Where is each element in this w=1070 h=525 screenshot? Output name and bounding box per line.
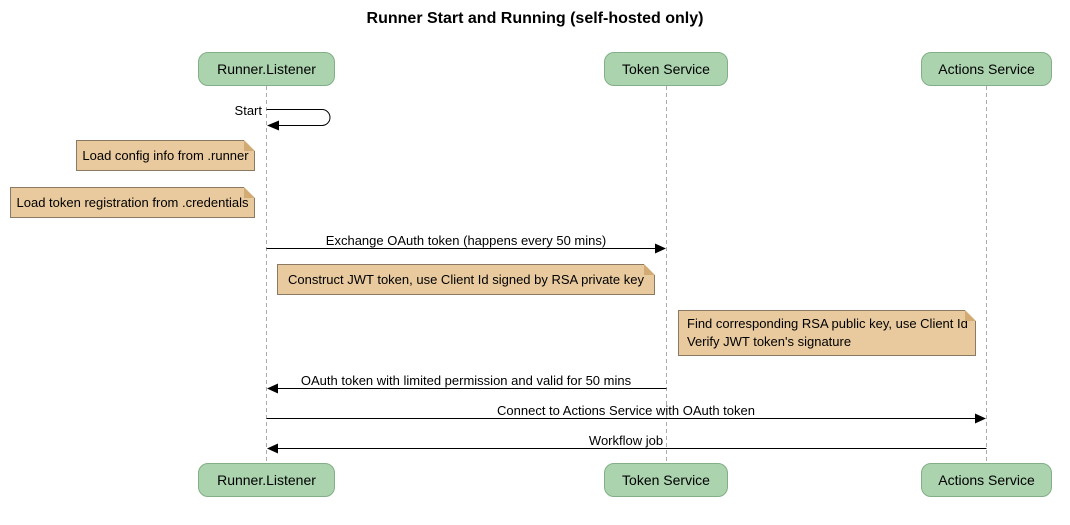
message-label-start: Start xyxy=(234,103,262,118)
diagram-title: Runner Start and Running (self-hosted on… xyxy=(366,10,704,27)
note-text-line-2: Verify JWT token's signature xyxy=(687,334,852,349)
note-text: Load token registration from .credential… xyxy=(16,194,249,210)
participant-token-service-bottom: Token Service xyxy=(604,463,728,497)
message-label-exchange-oauth-token: Exchange OAuth token (happens every 50 m… xyxy=(325,233,607,248)
note-fold-icon xyxy=(644,264,655,275)
participant-runner-listener-top: Runner.Listener xyxy=(198,52,335,86)
note-text-line-1: Find corresponding RSA public key, use C… xyxy=(687,316,968,331)
participant-actions-service-top: Actions Service xyxy=(921,52,1052,86)
message-arrow-oauth-token-return xyxy=(267,383,667,394)
note-text: Load config info from .runner xyxy=(82,147,249,163)
participant-runner-listener-bottom: Runner.Listener xyxy=(198,463,335,497)
message-arrow-exchange-oauth-token xyxy=(266,243,666,254)
self-message-arrow-start xyxy=(266,109,331,131)
message-arrow-workflow-job xyxy=(267,443,987,454)
note-text: Construct JWT token, use Client Id signe… xyxy=(288,271,644,287)
participant-actions-service-bottom: Actions Service xyxy=(921,463,1052,497)
note-construct-jwt-token: Construct JWT token, use Client Id signe… xyxy=(277,264,655,295)
message-arrow-connect-actions-service xyxy=(266,413,986,424)
note-fold-icon xyxy=(965,310,976,321)
note-verify-jwt-token: Find corresponding RSA public key, use C… xyxy=(678,310,976,356)
message-label-connect-actions-service: Connect to Actions Service with OAuth to… xyxy=(497,403,755,418)
message-label-oauth-token-return: OAuth token with limited permission and … xyxy=(300,373,632,388)
note-load-token-registration: Load token registration from .credential… xyxy=(10,187,255,218)
note-load-config: Load config info from .runner xyxy=(76,140,255,171)
message-label-workflow-job: Workflow job xyxy=(588,433,664,448)
participant-token-service-top: Token Service xyxy=(604,52,728,86)
note-fold-icon xyxy=(244,187,255,198)
note-fold-icon xyxy=(244,140,255,151)
